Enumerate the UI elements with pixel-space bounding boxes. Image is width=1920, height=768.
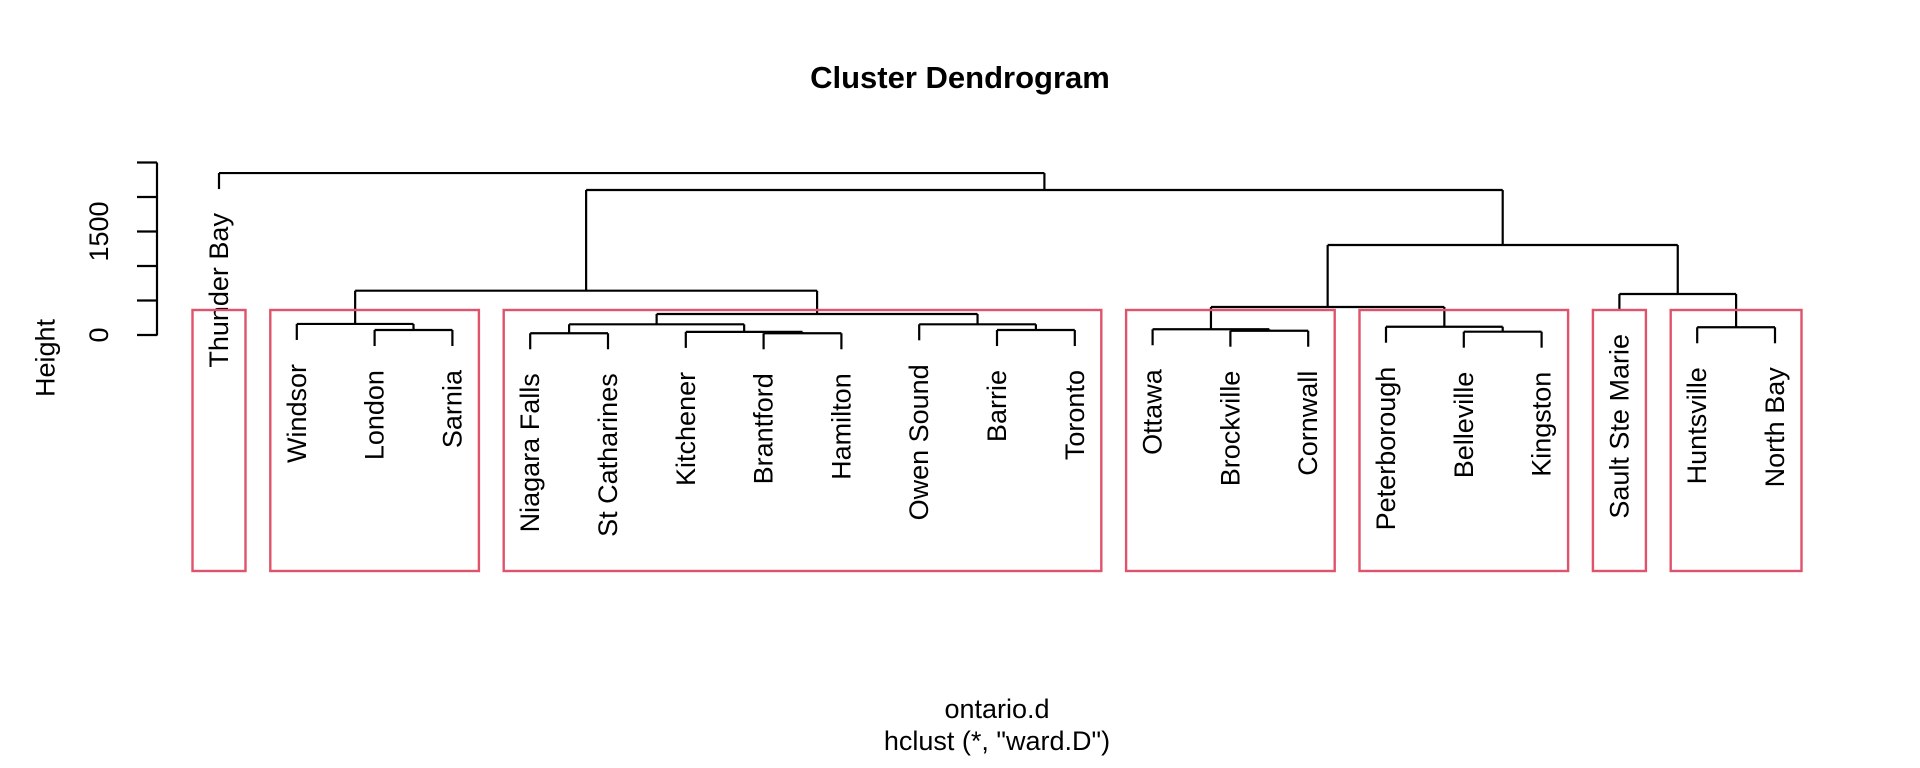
cluster-box <box>269 308 481 573</box>
leaf-label: Barrie <box>982 370 1012 442</box>
cluster-box <box>1358 308 1570 573</box>
leaf-label: Brantford <box>749 373 779 484</box>
leaf-label: St Catharines <box>593 373 623 537</box>
leaf-label: Brockville <box>1215 371 1245 487</box>
leaf-label: Owen Sound <box>904 364 934 520</box>
leaf-label: Thunder Bay <box>204 213 234 368</box>
leaf-label: Kitchener <box>671 372 701 486</box>
leaf-label: Niagara Falls <box>515 373 545 532</box>
leaf-label: Belleville <box>1449 372 1479 479</box>
leaf-label: Toronto <box>1060 370 1090 460</box>
y-tick-label: 1500 <box>84 201 114 261</box>
cluster-box <box>1124 308 1336 573</box>
x-axis-caption-data: ontario.d <box>944 694 1050 724</box>
leaf-label: Kingston <box>1527 372 1557 477</box>
leaf-label: Cornwall <box>1293 371 1323 476</box>
leaf-label: Huntsville <box>1682 367 1712 484</box>
leaf-label: North Bay <box>1760 367 1790 488</box>
cluster-box <box>1669 308 1803 573</box>
chart-title: Cluster Dendrogram <box>810 60 1110 95</box>
cluster-box <box>1591 308 1648 573</box>
leaf-label: Peterborough <box>1371 367 1401 531</box>
y-tick-label: 0 <box>84 327 114 342</box>
leaf-label: Ottawa <box>1138 368 1168 455</box>
cluster-box <box>191 308 247 573</box>
leaf-label: Sarnia <box>437 369 467 448</box>
leaf-label: Hamilton <box>826 373 856 480</box>
leaf-label: Windsor <box>282 364 312 463</box>
cluster-box <box>502 308 1103 573</box>
leaf-label: Sault Ste Marie <box>1604 334 1634 519</box>
x-axis-caption-method: hclust (*, "ward.D") <box>883 726 1111 756</box>
leaf-label: London <box>360 370 390 460</box>
